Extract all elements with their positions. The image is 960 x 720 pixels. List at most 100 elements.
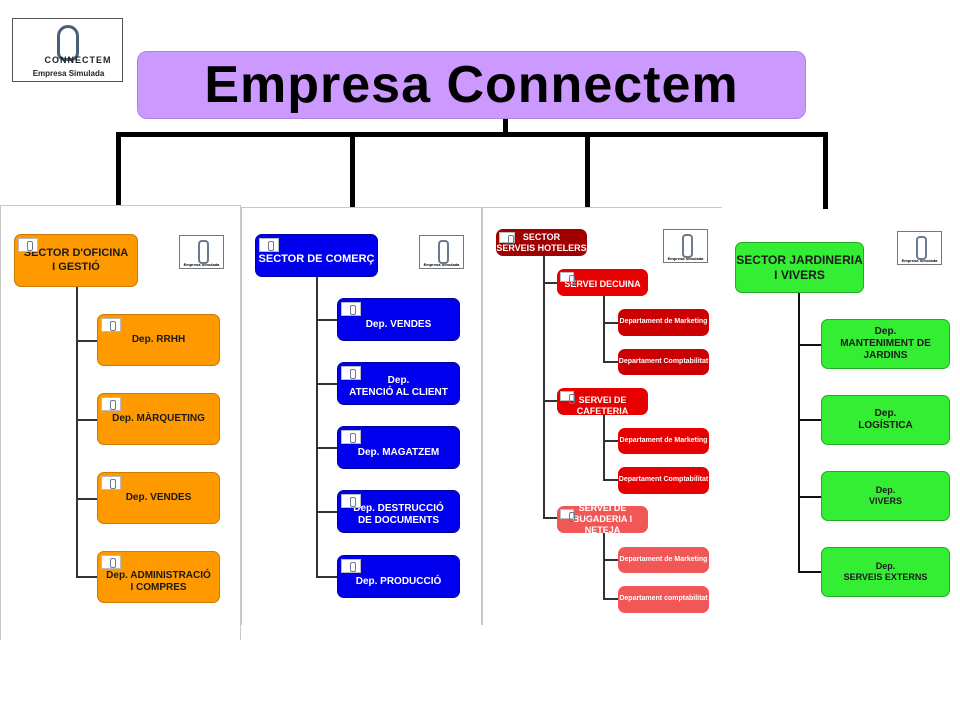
dept-vivers[interactable]: Dep.VIVERS [821,471,950,521]
dept-label: Dep. [875,485,896,496]
dept-comptabilitat[interactable]: Departament Comptabilitat [618,467,709,494]
dept-label: Dep. RRHH [131,334,186,345]
connector [603,440,618,442]
dept-label: LOGÍSTICA [858,420,913,431]
logo-icon [560,391,575,404]
connector [798,571,821,573]
connector [585,132,590,207]
dept-label: Dep. VENDES [125,492,192,503]
dept-marketing[interactable]: Departament de Marketing [618,547,709,573]
connector [798,344,821,346]
dept-label: Departament de Marketing [619,555,708,563]
connector [798,293,800,573]
dept-label: Dep. PRODUCCIÓ [355,575,442,587]
sector-stamp: Empresa Simulada [663,229,708,263]
connector [603,598,618,600]
paperclip-icon [57,25,79,61]
dept-serveis-externs[interactable]: Dep.SERVEIS EXTERNS [821,547,950,597]
dept-atencio-client[interactable]: Dep.ATENCIÓ AL CLIENT [337,362,460,405]
logo-icon [341,302,361,316]
dept-label: Dep. [387,374,410,386]
connector [823,132,828,209]
sector-label: SECTOR DE COMERÇ [258,252,375,265]
dept-label: VIVERS [868,496,902,506]
dept-label: MANTENIMENT DE JARDINS [840,338,931,361]
dept-magatzem[interactable]: Dep. MAGATZEM [337,426,460,469]
dept-label: Dep. MAGATZEM [357,446,440,458]
connector [76,287,78,577]
sector-oficina-box[interactable]: SECTOR D'OFICINA I GESTIÓ [14,234,138,287]
logo-icon [560,272,575,285]
dept-marketing[interactable]: Departament de Marketing [618,428,709,454]
sector-stamp: Empresa Simulada [897,231,942,265]
dept-label: Dep. [875,561,896,572]
dept-label: DE DOCUMENTS [357,514,440,526]
logo-icon [101,318,121,332]
connector [603,479,618,481]
dept-label: Departament Comptabilitat [618,357,709,365]
connector [603,361,618,363]
connector [543,282,557,284]
service-cuina[interactable]: SERVEI DECUINA [557,269,648,296]
connector [316,511,337,513]
connector [603,533,605,600]
connector [503,119,508,134]
connector [316,447,337,449]
dept-label: Dep. VENDES [365,318,432,330]
connector [603,415,605,481]
dept-logistica[interactable]: Dep.LOGÍSTICA [821,395,950,445]
logo-icon [101,555,121,569]
logo-icon [18,238,38,252]
service-label: SERVEI DE [578,503,627,514]
sector-stamp: Empresa Simulada [179,235,224,269]
dept-produccio[interactable]: Dep. PRODUCCIÓ [337,555,460,598]
sector-label: SECTOR [522,231,561,242]
sector-comerc-box[interactable]: SECTOR DE COMERÇ [255,234,378,277]
connector [116,132,828,137]
dept-marketing[interactable]: Departament de Marketing [618,309,709,336]
sector-label: I VIVERS [774,267,825,282]
logo-icon [259,238,279,252]
dept-label: ATENCIÓ AL CLIENT [349,386,448,398]
dept-label: SERVEIS EXTERNS [843,572,928,582]
company-logo: CONNECTEM Empresa Simulada [12,18,123,82]
dept-label: Dep. ADMINISTRACIÓ [106,570,211,581]
dept-vendes[interactable]: Dep. VENDES [97,472,220,524]
service-cafeteria[interactable]: SERVEI DE CAFETERIA [557,388,648,416]
connector [543,256,545,518]
connector [316,383,337,385]
dept-comptabilitat[interactable]: Departament comptabilitat [618,586,709,613]
dept-marqueting[interactable]: Dep. MÀRQUETING [97,393,220,445]
dept-vendes[interactable]: Dep. VENDES [337,298,460,341]
dept-comptabilitat[interactable]: Departament Comptabilitat [618,349,709,375]
logo-icon [341,494,361,508]
sector-jardineria-box[interactable]: SECTOR JARDINERIA I VIVERS [735,242,864,293]
logo-brand: CONNECTEM [44,55,112,65]
connector [76,576,97,578]
sector-label: SERVEIS HOTELERS [496,242,587,253]
dept-label: Dep. [874,408,897,419]
connector [76,419,97,421]
logo-icon [499,232,515,245]
logo-icon [560,509,575,522]
sector-label: SECTOR JARDINERIA [736,253,863,268]
sector-label: I GESTIÓ [52,260,100,273]
dept-manteniment-jardins[interactable]: Dep.MANTENIMENT DE JARDINS [821,319,950,369]
dept-label: Departament de Marketing [619,318,708,326]
logo-icon [341,559,361,573]
connector [543,517,557,519]
connector [798,419,821,421]
dept-label: Departament Comptabilitat [618,476,709,484]
dept-label: Departament de Marketing [619,436,708,444]
connector [116,132,121,207]
dept-rrhh[interactable]: Dep. RRHH [97,314,220,366]
connector [798,496,821,498]
company-title-box: Empresa Connectem [137,51,806,119]
logo-icon [341,430,361,444]
dept-label: Departament comptabilitat [619,595,708,603]
dept-label: Dep. [874,326,897,337]
